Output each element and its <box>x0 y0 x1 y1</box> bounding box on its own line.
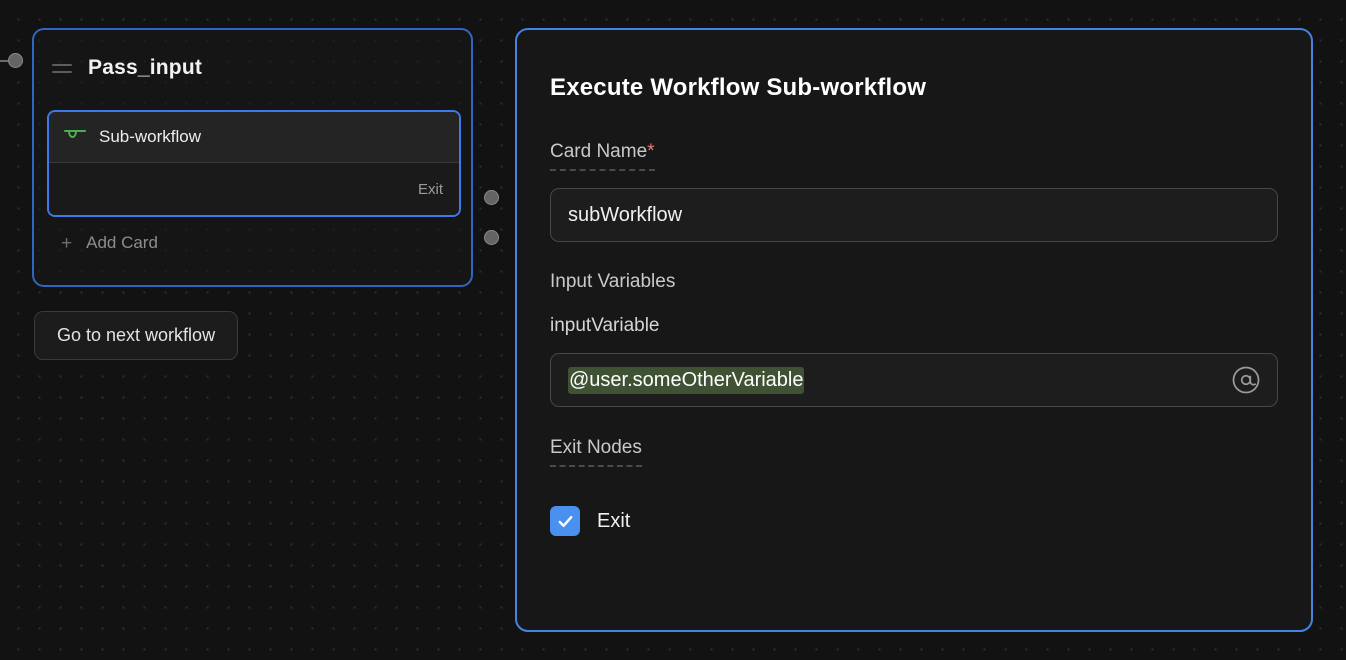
output-port-2[interactable] <box>484 230 499 245</box>
exit-node-row[interactable]: Exit <box>550 506 1278 536</box>
plus-icon: + <box>61 232 73 254</box>
add-card-button[interactable]: + Add Card <box>47 225 172 261</box>
exit-node-checkbox[interactable] <box>550 506 580 536</box>
node-card-exit-row[interactable]: Exit <box>49 163 459 215</box>
node-card-header[interactable]: Sub-workflow <box>49 112 459 163</box>
node-title: Pass_input <box>88 56 203 79</box>
at-icon[interactable] <box>1231 365 1261 395</box>
input-variables-section-label: Input Variables <box>550 271 676 292</box>
required-marker-icon: * <box>647 141 655 162</box>
sub-workflow-icon <box>63 127 87 147</box>
exit-node-label: Exit <box>597 509 631 532</box>
add-card-label: Add Card <box>86 233 158 252</box>
variable-token: @user.someOtherVariable <box>568 366 805 394</box>
sub-workflow-config-panel: Execute Workflow Sub-workflow Card Name*… <box>515 28 1313 632</box>
input-variable-field-label: inputVariable <box>550 315 660 336</box>
check-icon <box>558 515 572 527</box>
workflow-node-pass-input[interactable]: Pass_input Sub-workflow Exit + Add Card <box>32 28 473 287</box>
go-to-next-workflow-button[interactable]: Go to next workflow <box>34 311 239 360</box>
node-card-sub-workflow[interactable]: Sub-workflow Exit <box>47 110 461 217</box>
input-variable-input[interactable]: @user.someOtherVariable <box>550 353 1278 407</box>
node-header: Pass_input <box>34 30 471 88</box>
panel-title: Execute Workflow Sub-workflow <box>550 74 927 101</box>
exit-nodes-section-label: Exit Nodes <box>550 437 642 467</box>
output-port-1[interactable] <box>484 190 499 205</box>
card-name-label: Card Name* <box>550 141 655 171</box>
card-name-label-text: Card Name <box>550 141 648 162</box>
drag-handle-icon[interactable] <box>52 63 72 73</box>
incoming-edge <box>0 60 14 62</box>
node-card-label: Sub-workflow <box>99 127 202 146</box>
card-name-input[interactable]: subWorkflow <box>550 188 1278 242</box>
node-card-exit-label: Exit <box>417 180 443 198</box>
card-name-value: subWorkflow <box>568 203 683 226</box>
input-port[interactable] <box>8 53 23 68</box>
